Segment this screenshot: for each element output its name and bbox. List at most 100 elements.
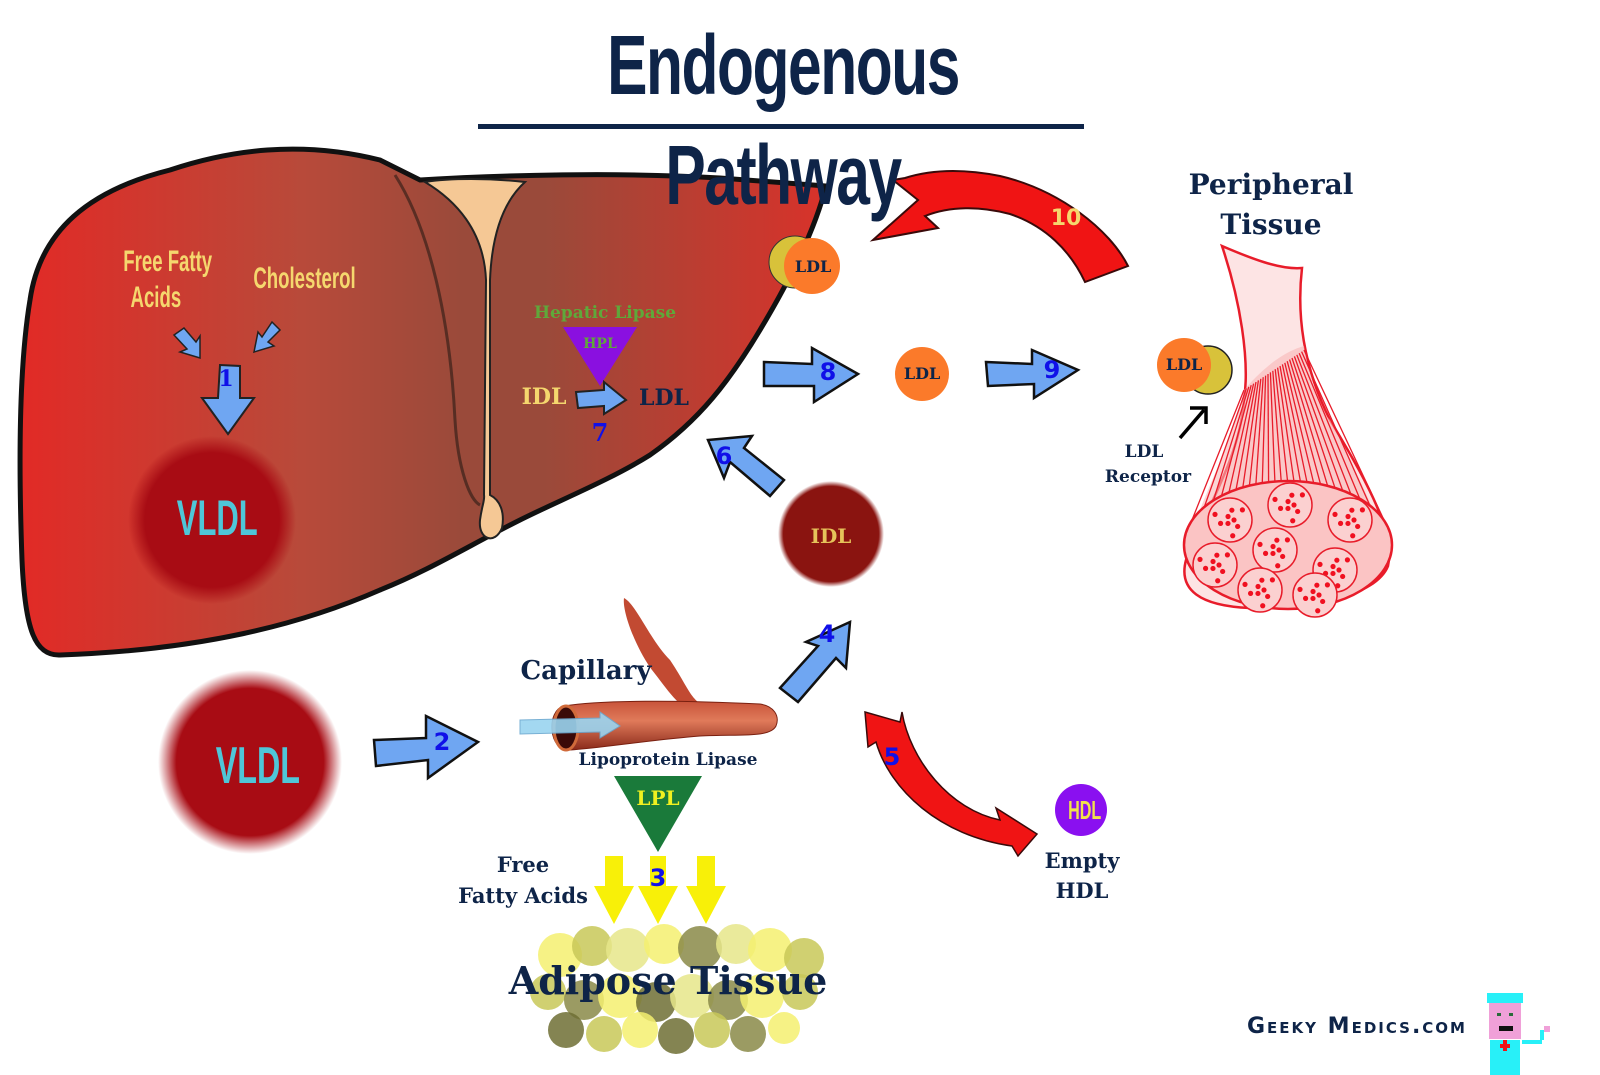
myofibril-dot (1220, 568, 1226, 575)
adipocyte (716, 924, 756, 964)
lpl-label: LPL (636, 786, 680, 810)
step-9-number: 9 (1043, 356, 1061, 384)
step-1-arrow (200, 363, 256, 436)
myofibril-dot (1229, 507, 1235, 513)
liver-idl-label: IDL (521, 384, 567, 410)
title-underline (478, 124, 1084, 129)
muscle-fascicle (1192, 542, 1238, 588)
adipocyte (694, 1012, 730, 1048)
myofibril-dot (1330, 563, 1336, 570)
adipocyte (784, 938, 824, 978)
ffa-input-arrow (172, 326, 201, 360)
liver-ffa-label: Free Fatty Acids (123, 245, 213, 314)
hpl-triangle (563, 327, 637, 386)
adipocyte (606, 928, 650, 972)
myofibril-dot (1344, 557, 1351, 563)
myofibril-dot (1351, 517, 1357, 523)
step-4-arrow (778, 619, 852, 704)
step-7-arrow (574, 379, 628, 416)
step-6-number: 6 (715, 442, 733, 470)
adipocyte (678, 926, 722, 970)
step-2-number: 2 (433, 728, 451, 756)
adipocyte (768, 1012, 800, 1044)
muscle-fiber (1303, 349, 1385, 521)
geeky-medics-logo[interactable]: Geeky Medics.com (1246, 1014, 1467, 1039)
myofibril-dot (1262, 550, 1269, 556)
circulating-idl-particle (778, 481, 884, 587)
myofibril-dot (1224, 552, 1231, 558)
adipocyte (538, 933, 582, 977)
myofibril-dot (1275, 563, 1281, 569)
myofibril-dot (1320, 598, 1326, 605)
myofibril-dot (1317, 561, 1323, 567)
myofibril-dot (1330, 570, 1336, 577)
step-9-arrow (984, 348, 1081, 401)
myofibril-dot (1302, 595, 1309, 601)
myofibril-dot (1259, 577, 1265, 583)
myofibril-dot (1315, 608, 1321, 614)
myofibril-dot (1276, 547, 1282, 553)
liver-ldl-particle (784, 238, 840, 294)
muscle-fiber (1199, 388, 1248, 521)
myofibril-dot (1261, 587, 1267, 593)
ffa-arrow-center (638, 856, 678, 924)
myofibril-dot (1210, 565, 1216, 572)
adipocyte (622, 1012, 658, 1048)
adipocyte (548, 1012, 584, 1048)
step-1-number: 1 (218, 366, 234, 392)
empty-hdl-label-line2: HDL (1055, 878, 1109, 903)
step-8-number: 8 (819, 358, 837, 386)
myofibril-dot (1202, 565, 1209, 571)
adipocyte (670, 974, 714, 1018)
myofibril-dot (1255, 590, 1261, 597)
myofibril-dot (1334, 557, 1340, 563)
myofibril-dot (1269, 577, 1276, 583)
adipocyte (748, 928, 792, 972)
capillary-illustration (519, 598, 778, 752)
muscle-fascicle (1292, 572, 1338, 618)
hdl-badge-label: HDL (1068, 795, 1102, 825)
page-title: Endogenous Pathway (607, 18, 960, 222)
adipocyte (586, 1016, 622, 1052)
liver-vldl-label: VLDL (176, 490, 258, 546)
myofibril-dot (1310, 595, 1316, 602)
myofibril-dot (1350, 533, 1356, 539)
myofibril-dot (1239, 507, 1246, 513)
hepatic-lipase-label: Hepatic Lipase (533, 303, 677, 323)
myofibril-dot (1335, 583, 1341, 589)
myofibril-dot (1340, 573, 1346, 580)
adipocyte (530, 974, 566, 1010)
mascot-icon (1487, 993, 1550, 1075)
muscle-fascicle (1267, 482, 1313, 528)
myofibril-dot (1345, 520, 1351, 527)
myofibril-dot (1225, 520, 1231, 527)
myofibril-dot (1324, 582, 1331, 588)
cholesterol-input-arrow (253, 320, 282, 354)
circulating-ldl-label: LDL (903, 364, 941, 383)
adipocyte (782, 974, 818, 1010)
step-3-number: 3 (649, 864, 667, 892)
ffa-label-line2: Fatty Acids (458, 883, 588, 908)
myofibril-dot (1336, 567, 1342, 573)
peripheral-ldl-particle (1157, 338, 1211, 392)
myofibril-dot (1225, 513, 1231, 520)
ffa-arrow-left (594, 856, 634, 924)
lipoprotein-lipase-label: Lipoprotein Lipase (578, 750, 758, 770)
circulating-idl-label: IDL (810, 524, 852, 548)
myofibril-dot (1280, 553, 1286, 560)
liver-vldl-particle (128, 436, 296, 604)
myofibril-dot (1242, 581, 1248, 587)
myofibril-dot (1217, 520, 1224, 526)
myofibril-dot (1197, 556, 1203, 562)
myofibril-dot (1270, 543, 1276, 550)
myofibril-dot (1332, 511, 1338, 517)
circulating-vldl-label: VLDL (215, 737, 300, 795)
myofibril-dot (1291, 502, 1297, 508)
myofibril-dot (1349, 507, 1355, 513)
step-6-arrow (706, 434, 786, 498)
myofibril-dot (1247, 590, 1254, 596)
myofibril-dot (1270, 550, 1276, 557)
adipocyte (564, 980, 604, 1020)
peripheral-title-line1: Peripheral (1188, 168, 1354, 201)
myofibril-dot (1359, 507, 1366, 513)
